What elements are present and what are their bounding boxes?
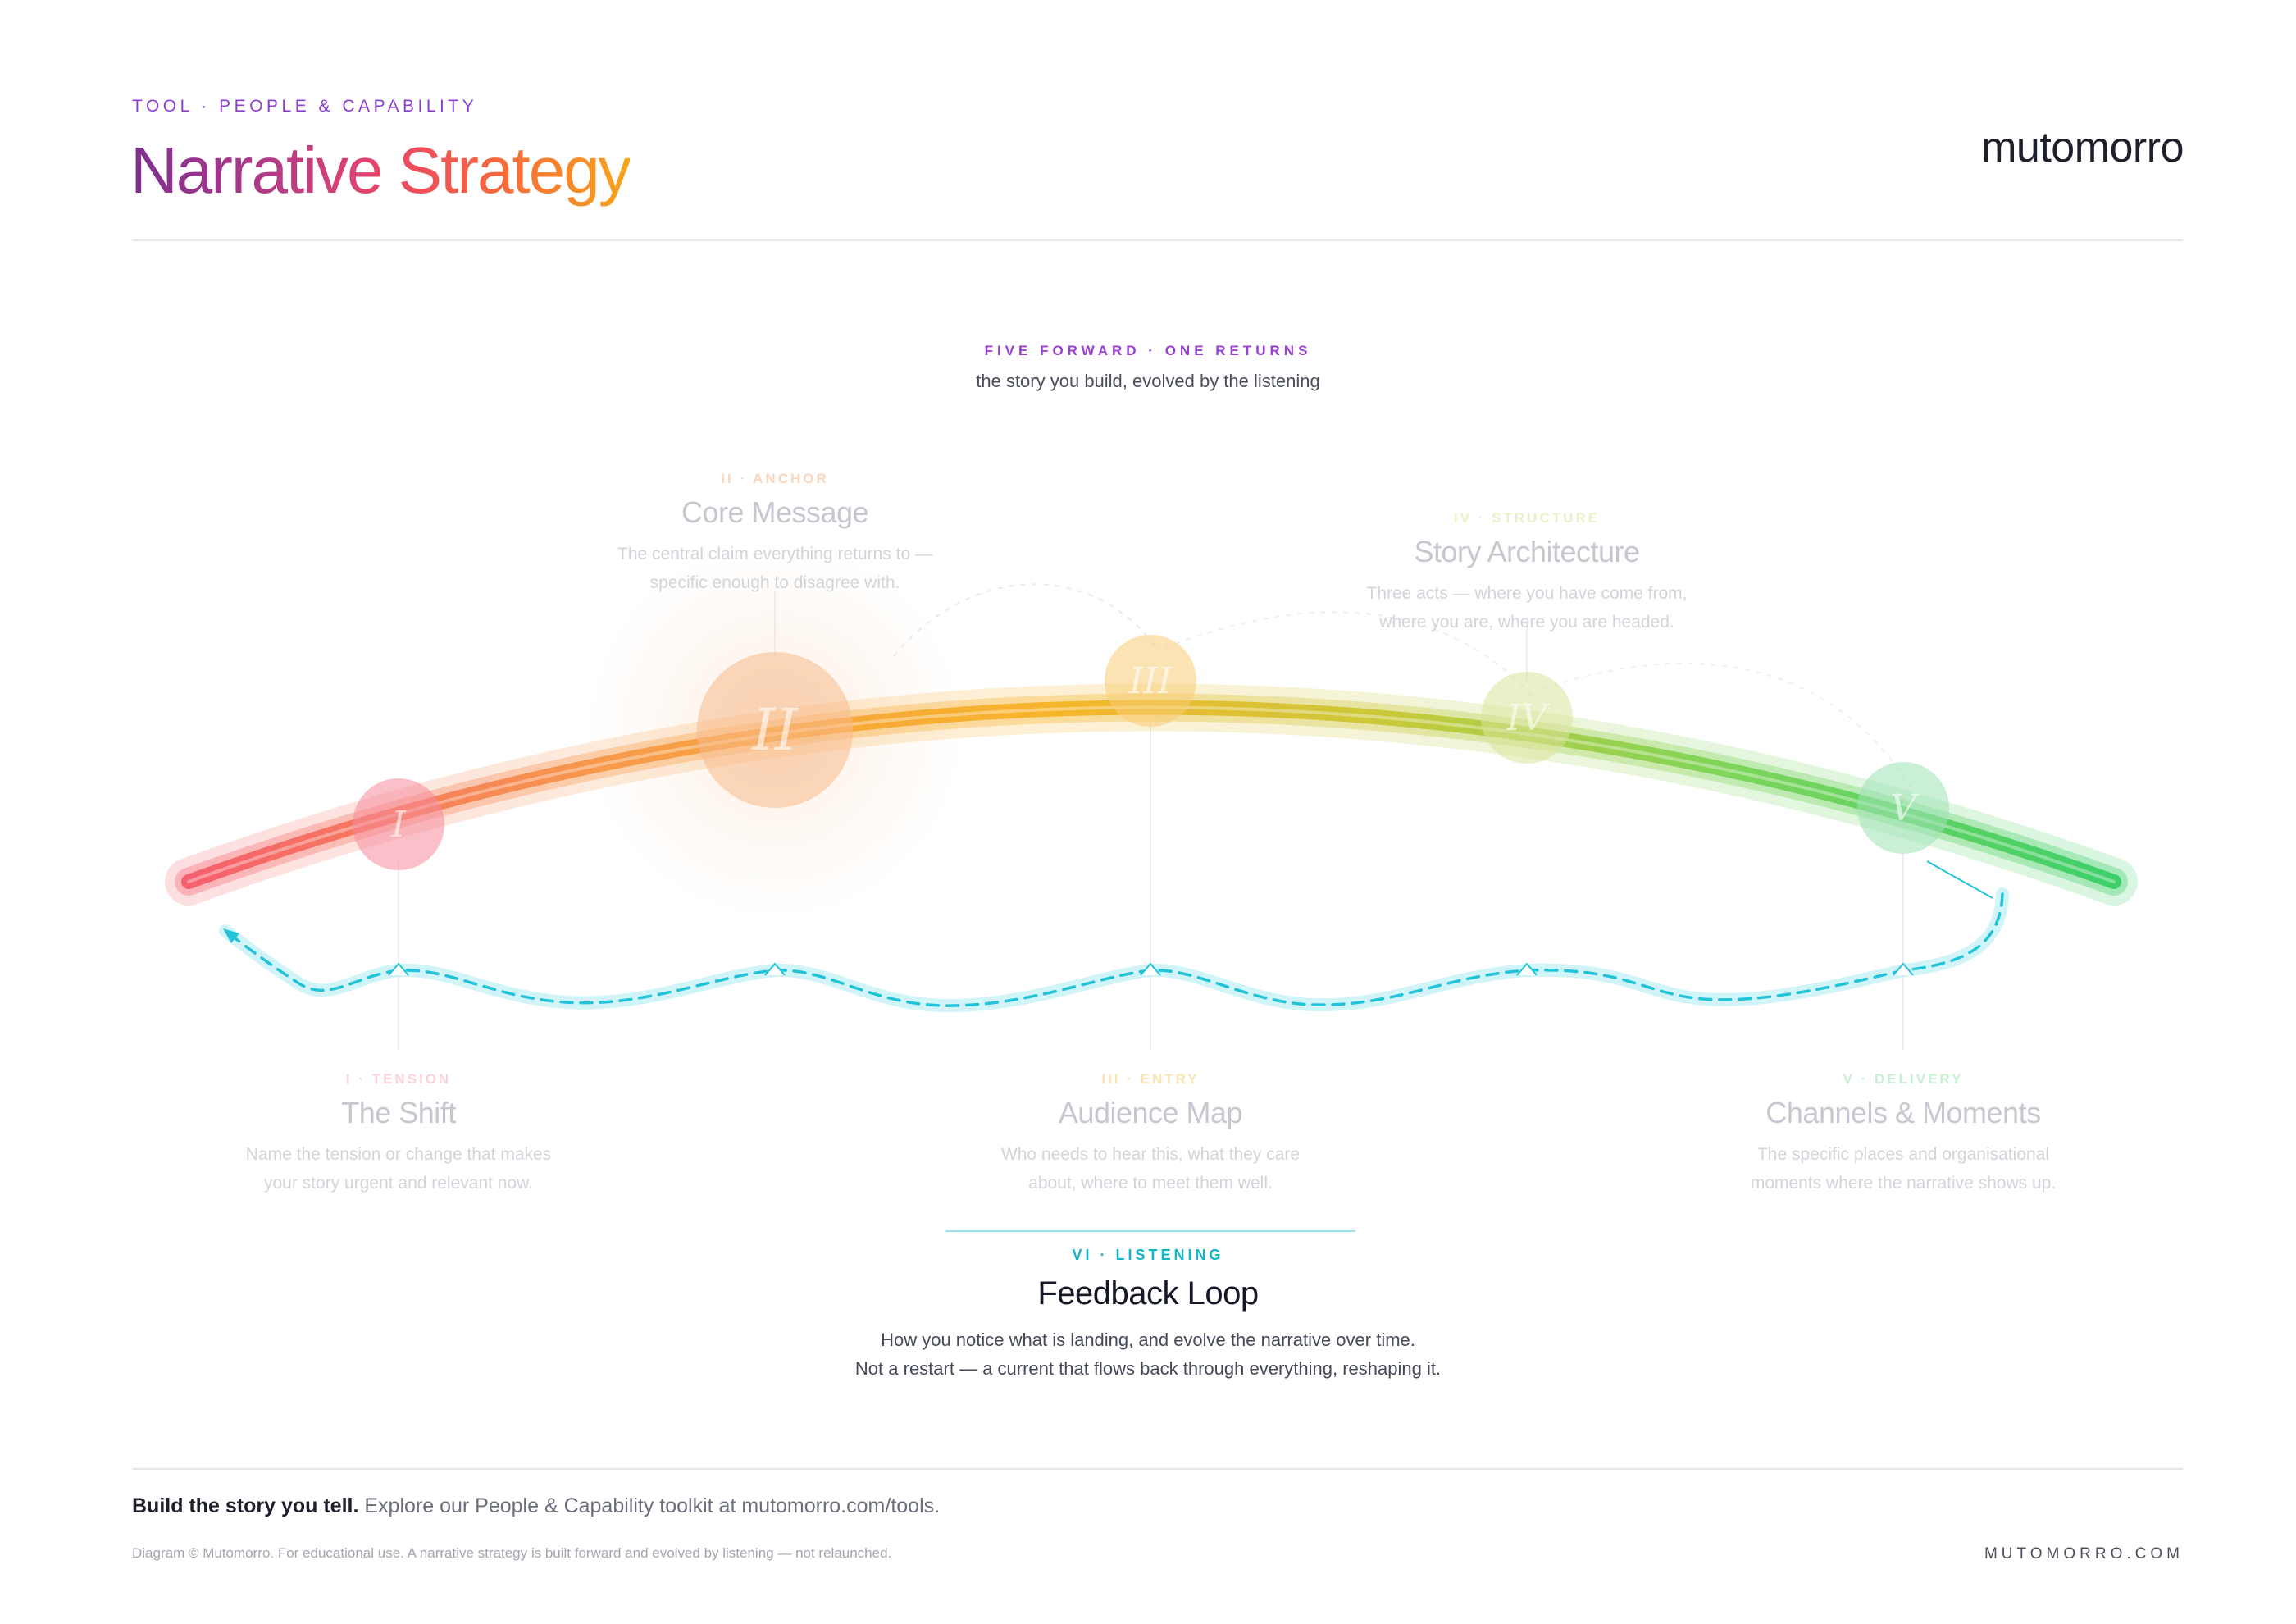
feedback-start-tick: [1926, 860, 1993, 899]
footer-note: Diagram © Mutomorro. For educational use…: [132, 1545, 892, 1561]
stage-5-desc-2: moments where the narrative shows up.: [1750, 1174, 2057, 1193]
overview-kicker: FIVE FORWARD · ONE RETURNS: [984, 343, 1312, 358]
overview-subtitle: the story you build, evolved by the list…: [976, 371, 1320, 391]
stage-2-node[interactable]: [697, 652, 853, 808]
stage-4-title: Story Architecture: [1414, 535, 1640, 568]
stage-2-kicker: II · ANCHOR: [721, 471, 829, 486]
stage-2-numeral: II: [750, 696, 799, 764]
stage-4-desc-2: where you are, where you are headed.: [1379, 613, 1674, 632]
stage-3-node[interactable]: [1105, 635, 1196, 727]
stage-1-desc-1: Name the tension or change that makes: [245, 1145, 552, 1164]
stage-4-node[interactable]: [1481, 672, 1573, 764]
stage-4-block: IV · STRUCTURE Story Architecture Three …: [1314, 510, 1740, 636]
stage-3-numeral: III: [1128, 660, 1173, 702]
header-divider: [132, 239, 2184, 241]
feedback-desc-1: How you notice what is landing, and evol…: [881, 1330, 1415, 1350]
stage-3-title: Audience Map: [1058, 1096, 1243, 1129]
footer-lead: Build the story you tell.: [132, 1494, 359, 1517]
stage-5-kicker: V · DELIVERY: [1843, 1071, 1964, 1087]
return-markers: [388, 962, 1914, 976]
stage-5-title: Channels & Moments: [1765, 1096, 2041, 1129]
feedback-block: VI · LISTENING Feedback Loop How you not…: [738, 1247, 1558, 1383]
stage-1-node[interactable]: [353, 778, 444, 870]
feedback-loop-line: [224, 892, 2004, 1007]
stage-4-desc-1: Three acts — where you have come from,: [1366, 584, 1688, 603]
feedback-arrowhead-icon: [223, 928, 239, 943]
feedback-divider: [945, 1230, 1355, 1232]
feedback-title: Feedback Loop: [1037, 1275, 1259, 1312]
stage-5-node[interactable]: [1857, 762, 1949, 854]
footer-cta: Build the story you tell. Explore our Pe…: [132, 1494, 940, 1518]
stage-4-kicker: IV · STRUCTURE: [1454, 510, 1600, 526]
stage-3-kicker: III · ENTRY: [1101, 1071, 1200, 1087]
stage-1-title: The Shift: [341, 1096, 456, 1129]
header-kicker: TOOL · PEOPLE & CAPABILITY: [132, 97, 478, 116]
feedback-desc-2: Not a restart — a current that flows bac…: [854, 1358, 1442, 1379]
stage-5-desc-1: The specific places and organisational: [1756, 1145, 2050, 1164]
stage-3-desc-1: Who needs to hear this, what they care: [1000, 1145, 1301, 1164]
stage-2-block: II · ANCHOR Core Message The central cla…: [562, 471, 988, 597]
stage-4-numeral: IV: [1506, 697, 1550, 739]
stage-1-kicker: I · TENSION: [345, 1071, 452, 1087]
stage-1-desc-2: your story urgent and relevant now.: [263, 1174, 534, 1193]
footer-site-link[interactable]: MUTOMORRO.COM: [1984, 1545, 2184, 1562]
stage-5-numeral: V: [1890, 787, 1920, 829]
footer-link-text[interactable]: Explore our People & Capability toolkit …: [358, 1494, 941, 1517]
stage-1-numeral: I: [390, 804, 407, 846]
stage-2-desc-2: specific enough to disagree with.: [649, 573, 900, 592]
footer-divider: [132, 1468, 2184, 1470]
brand-logo[interactable]: mutomorro: [1981, 124, 2184, 171]
stage-3-desc-2: about, where to meet them well.: [1028, 1174, 1273, 1193]
stage-5-block: V · DELIVERY Channels & Moments The spec…: [1690, 1071, 2116, 1197]
page-title: Narrative Strategy: [130, 131, 631, 210]
stage-3-block: III · ENTRY Audience Map Who needs to he…: [937, 1071, 1364, 1197]
stage-2-desc-1: The central claim everything returns to …: [617, 545, 932, 563]
feedback-kicker: VI · LISTENING: [1072, 1247, 1224, 1263]
connector-arc-3-4: [1164, 611, 1534, 698]
stage-1-block: I · TENSION The Shift Name the tension o…: [185, 1071, 612, 1197]
stage-2-title: Core Message: [681, 495, 869, 529]
